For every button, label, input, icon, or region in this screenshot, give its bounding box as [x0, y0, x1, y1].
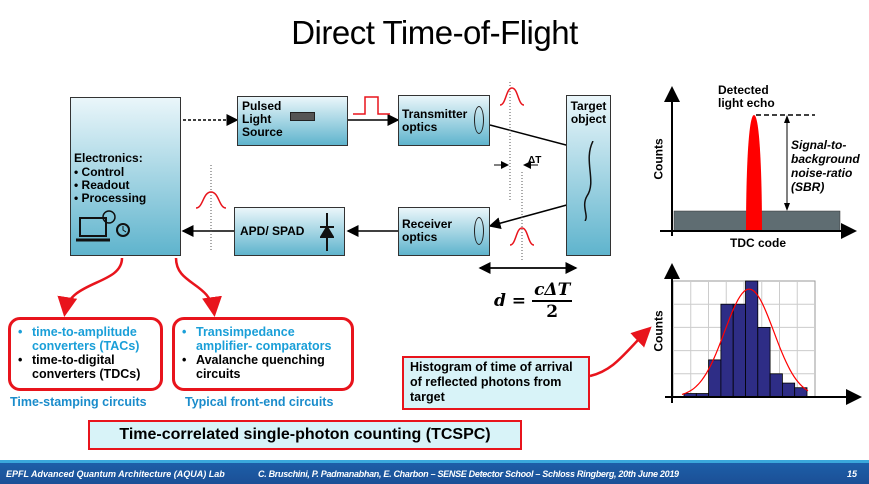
frontend-box: Transimpedance amplifier- comparators Av…: [172, 317, 354, 391]
apd-spad-block: APD/ SPAD: [234, 207, 345, 256]
histogram-note: Histogram of time of arrival of reflecte…: [402, 356, 590, 410]
block-label: Target object: [570, 99, 607, 126]
electronics-heading: Electronics:: [74, 151, 143, 165]
slide-title: Direct Time-of-Flight: [291, 14, 578, 51]
laptop-clock-icon: [76, 210, 130, 242]
histogram-bar: [769, 373, 783, 398]
timestamping-caption: Time-stamping circuits: [10, 395, 147, 409]
footer-authors: C. Bruschini, P. Padmanabhan, E. Charbon…: [258, 469, 679, 479]
laser-icon: [290, 112, 315, 121]
target-surface-icon: [583, 141, 594, 221]
y-axis-label: Counts: [651, 138, 666, 180]
footer-lab: EPFL Advanced Quantum Architecture (AQUA…: [6, 469, 225, 479]
histogram-bar: [757, 326, 771, 398]
formula-numerator: cΔT: [532, 280, 573, 302]
receiver-optics-block: Receiver optics: [398, 207, 490, 256]
histogram-chart: [672, 280, 816, 398]
distance-formula: d = cΔT 2: [494, 280, 573, 322]
page-number: 15: [846, 469, 857, 479]
electronics-block: Electronics: • Control • Readout • Proce…: [70, 97, 181, 256]
frontend-caption: Typical front-end circuits: [185, 395, 334, 409]
target-object-block: Target object: [566, 95, 611, 256]
block-label: Pulsed Light Source: [242, 99, 283, 139]
echo-peak: [746, 115, 762, 231]
list-item: Avalanche quenching circuits: [180, 353, 346, 381]
histogram-bar: [745, 280, 759, 398]
formula-lhs: d =: [494, 291, 527, 311]
footer: EPFL Advanced Quantum Architecture (AQUA…: [0, 460, 869, 484]
list-item: time-to-amplitude converters (TACs): [16, 325, 155, 353]
list-item: time-to-digital converters (TDCs): [16, 353, 155, 381]
block-label: APD/ SPAD: [240, 224, 305, 238]
block-label: Receiver optics: [402, 217, 453, 244]
histogram-bar: [720, 303, 734, 398]
sbr-label: Signal-to-background noise-ratio (SBR): [791, 138, 860, 194]
detected-echo-label: Detected light echo: [718, 83, 775, 110]
pulsed-light-source-block: Pulsed Light Source: [237, 96, 348, 146]
delta-t-label: ΔT: [528, 155, 542, 166]
x-axis-label: TDC code: [730, 236, 787, 250]
histogram-bar: [732, 303, 746, 398]
diode-icon: [320, 213, 334, 251]
lens-icon: [474, 217, 484, 245]
histogram-y-axis-label: Counts: [651, 310, 666, 352]
electronics-item: • Processing: [74, 191, 147, 205]
list-item: Transimpedance amplifier- comparators: [180, 325, 346, 353]
block-label: Transmitter optics: [402, 107, 468, 134]
electronics-item: • Control: [74, 165, 125, 179]
lens-icon: [474, 106, 484, 134]
electronics-item: • Readout: [74, 178, 130, 192]
transmitter-optics-block: Transmitter optics: [398, 95, 490, 146]
gaussian-fit-curve: [681, 288, 809, 395]
timestamping-box: time-to-amplitude converters (TACs) time…: [8, 317, 163, 391]
histogram-bar: [782, 382, 796, 398]
formula-denominator: 2: [546, 302, 559, 322]
tcspc-banner: Time-correlated single-photon counting (…: [88, 420, 522, 450]
